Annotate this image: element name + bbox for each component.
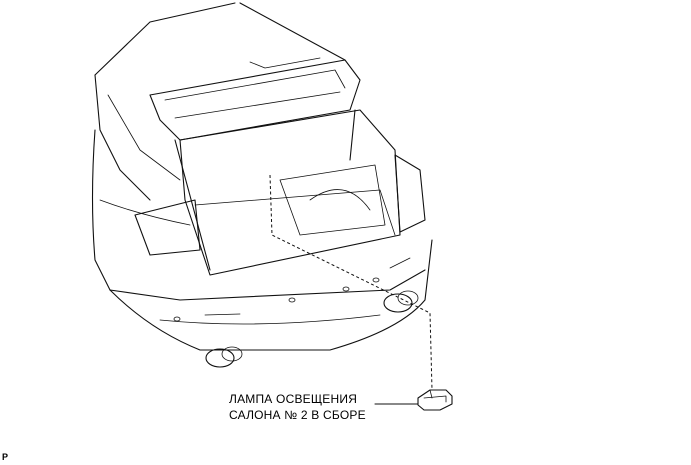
car-body — [91, 2, 433, 368]
trunk-lid — [149, 2, 361, 141]
leader-lines — [269, 174, 433, 405]
lamp-assembly-icon — [417, 389, 453, 411]
callout-line-2: САЛОНА № 2 В СБОРЕ — [229, 408, 366, 422]
figure-code: P — [2, 452, 9, 462]
callout-line-1: ЛАМПА ОСВЕЩЕНИЯ — [229, 392, 358, 406]
lamp-callout-label: ЛАМПА ОСВЕЩЕНИЯ САЛОНА № 2 В СБОРЕ — [229, 391, 366, 423]
